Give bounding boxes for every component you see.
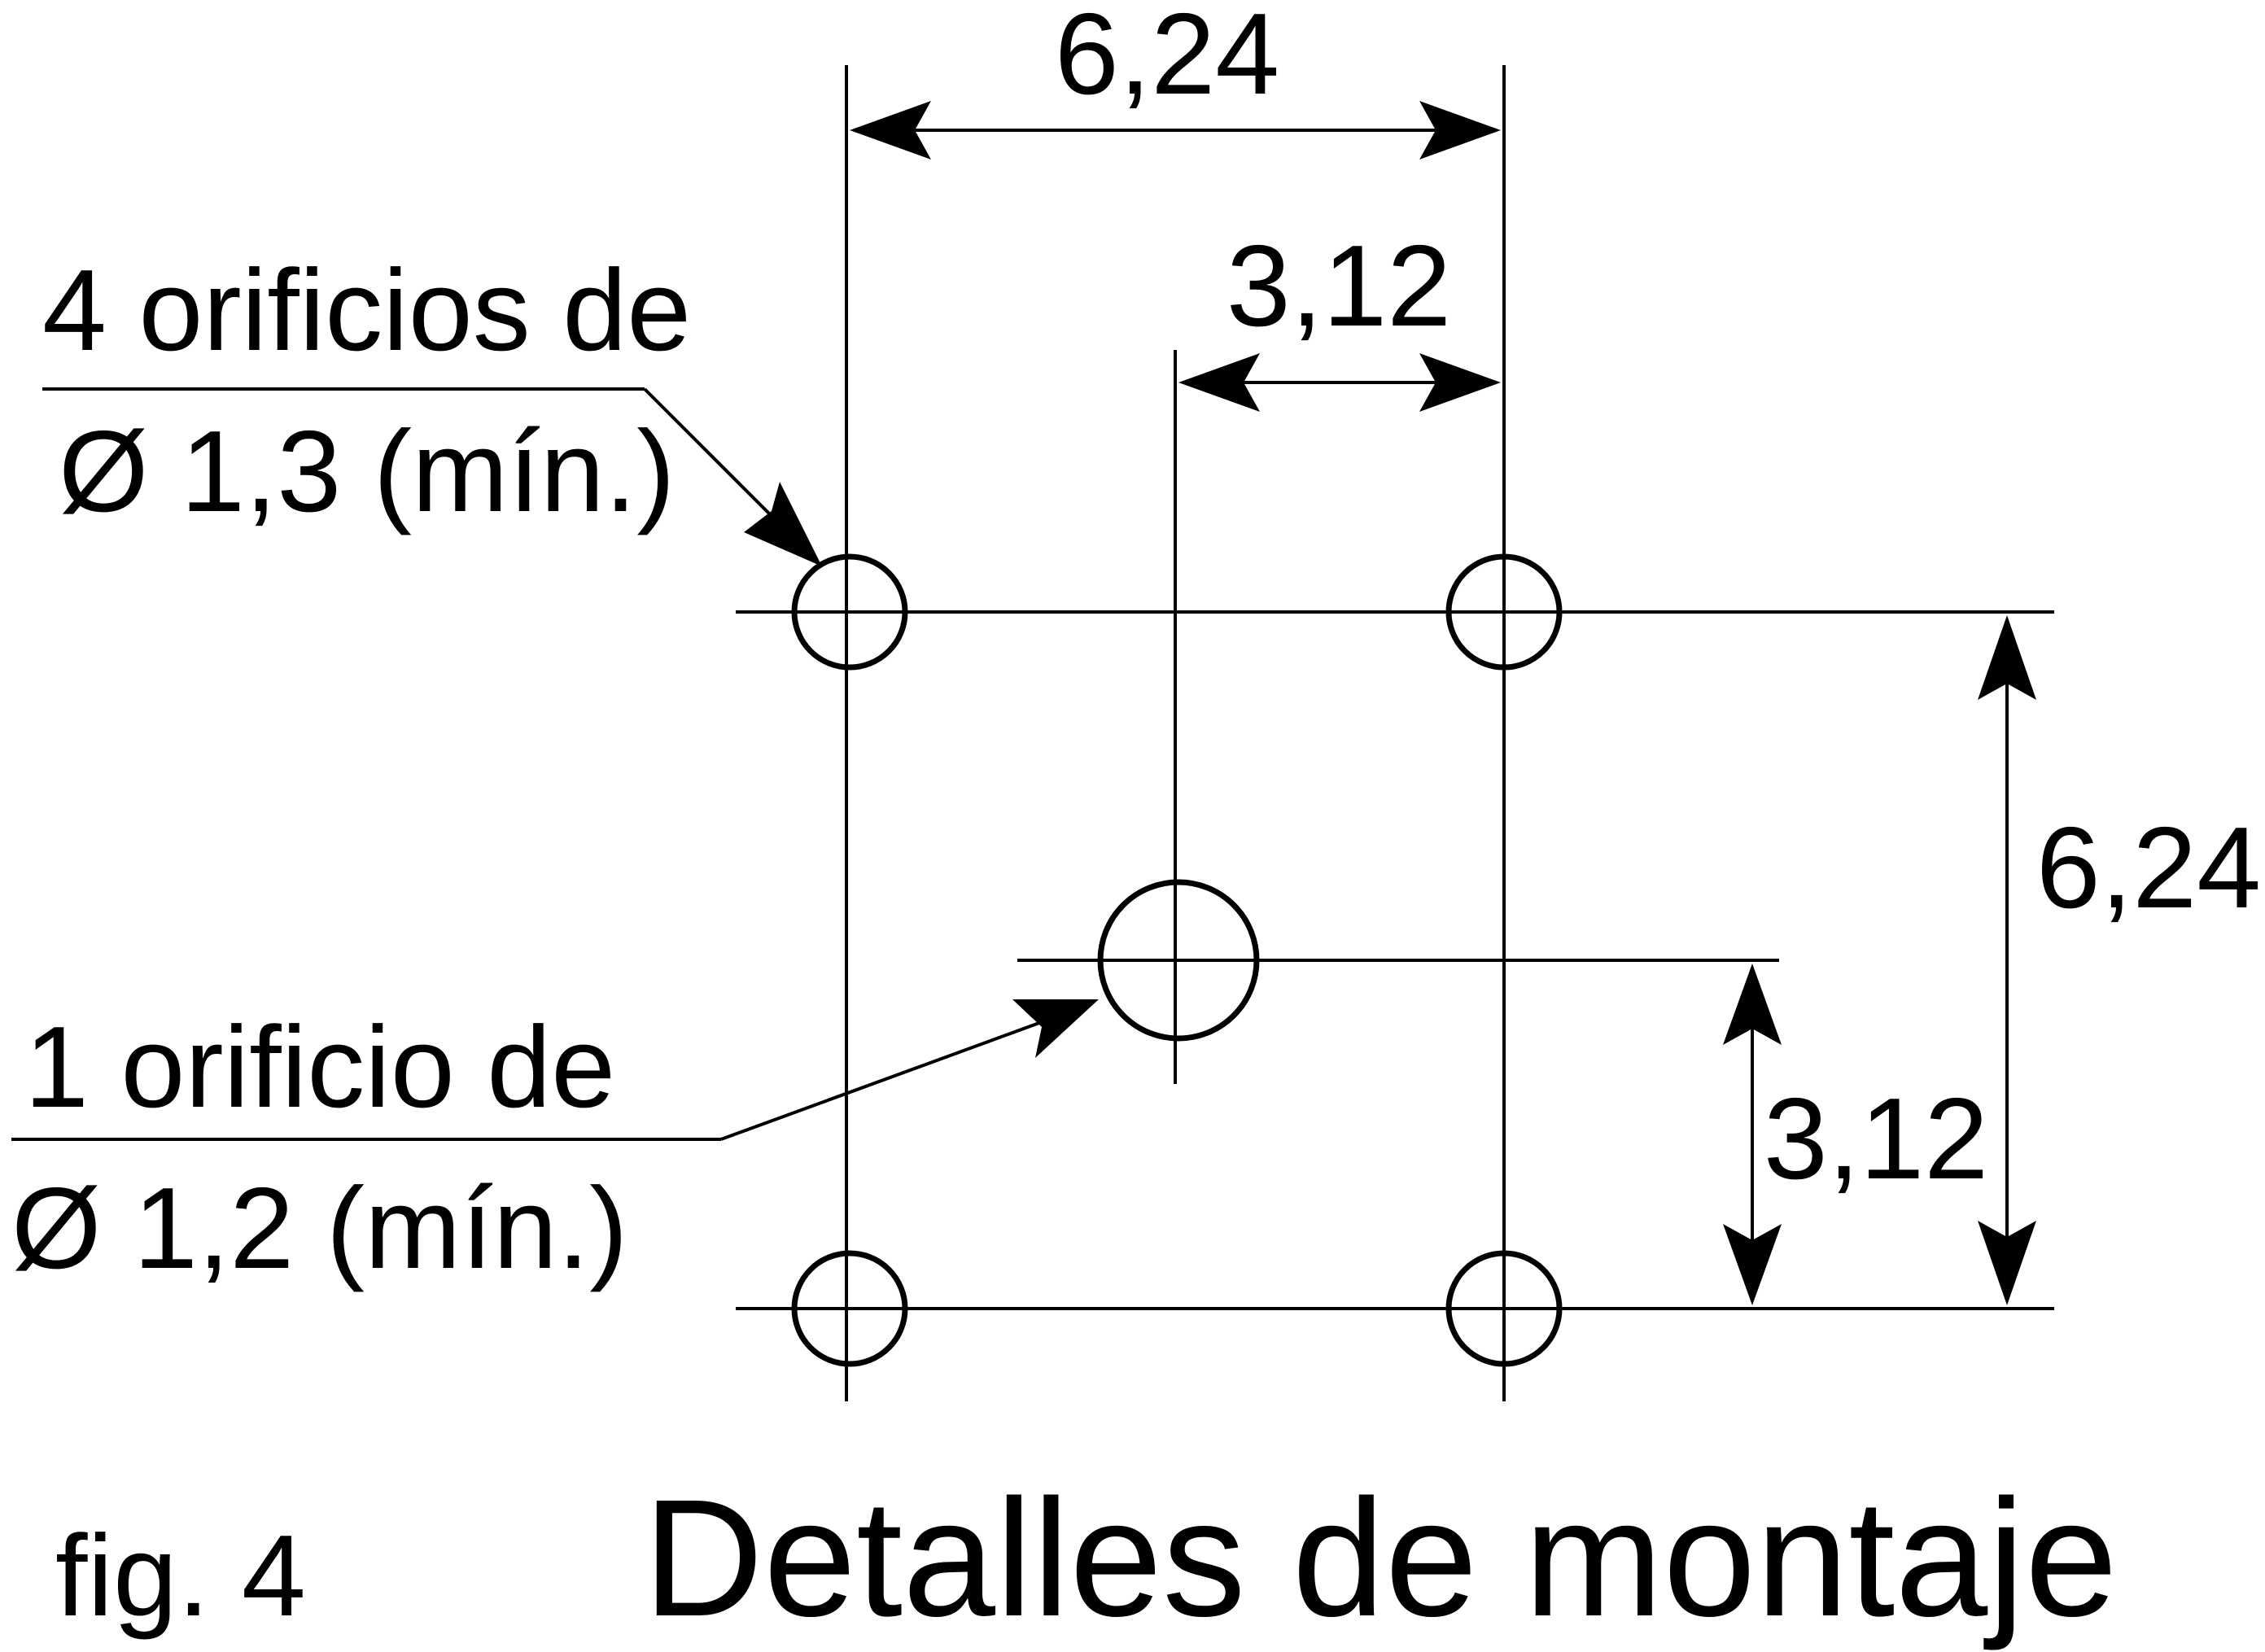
dimension-top-offset: 3,12: [1178, 221, 1501, 412]
arrowhead-left: [1178, 353, 1260, 412]
dimension-label: 3,12: [1764, 1074, 1988, 1204]
holes: [791, 553, 1563, 1367]
leader-line: [643, 387, 785, 529]
hole-bottom-left: [791, 1250, 908, 1367]
dimension-label: 3,12: [1227, 221, 1451, 351]
arrowhead-top: [1978, 615, 2036, 700]
arrowhead-right: [1419, 101, 1501, 160]
figure-title: Detalles de montaje: [643, 1465, 2118, 1651]
arrowhead-bottom: [1978, 1221, 2036, 1305]
arrowhead-bottom: [1723, 1224, 1782, 1305]
dimension-label: 6,24: [1055, 0, 1279, 119]
arrowhead-left: [850, 101, 931, 160]
reference-lines: [736, 65, 2054, 1401]
dimension-top-width: 6,24: [850, 0, 1501, 160]
callout-line-2: Ø 1,2 (mín.): [11, 1164, 628, 1293]
hole-top-left: [791, 553, 908, 671]
dimension-right-height: 6,24: [1978, 615, 2261, 1305]
caption: fig. 4 Detalles de montaje: [55, 1465, 2118, 1651]
leader-line: [720, 1016, 1056, 1141]
hole-top-right: [1445, 553, 1563, 671]
hole-bottom-right: [1445, 1250, 1563, 1367]
figure-number: fig. 4: [55, 1511, 306, 1641]
callout-line-1: 4 orificios de: [42, 246, 691, 375]
dimension-label: 6,24: [2036, 803, 2261, 933]
hole-center: [1097, 879, 1260, 1042]
arrowhead-right: [1419, 353, 1501, 412]
leader-arrowhead: [744, 482, 822, 566]
callout-line-2: Ø 1,3 (mín.): [59, 407, 676, 536]
leader-arrowhead: [1012, 999, 1099, 1058]
dimension-right-offset: 3,12: [1723, 964, 1988, 1305]
callout-one-hole: 1 orificio de Ø 1,2 (mín.): [11, 999, 1099, 1293]
callout-line-1: 1 orificio de: [24, 1003, 615, 1132]
callout-four-holes: 4 orificios de Ø 1,3 (mín.): [42, 246, 822, 566]
arrowhead-top: [1723, 964, 1782, 1045]
